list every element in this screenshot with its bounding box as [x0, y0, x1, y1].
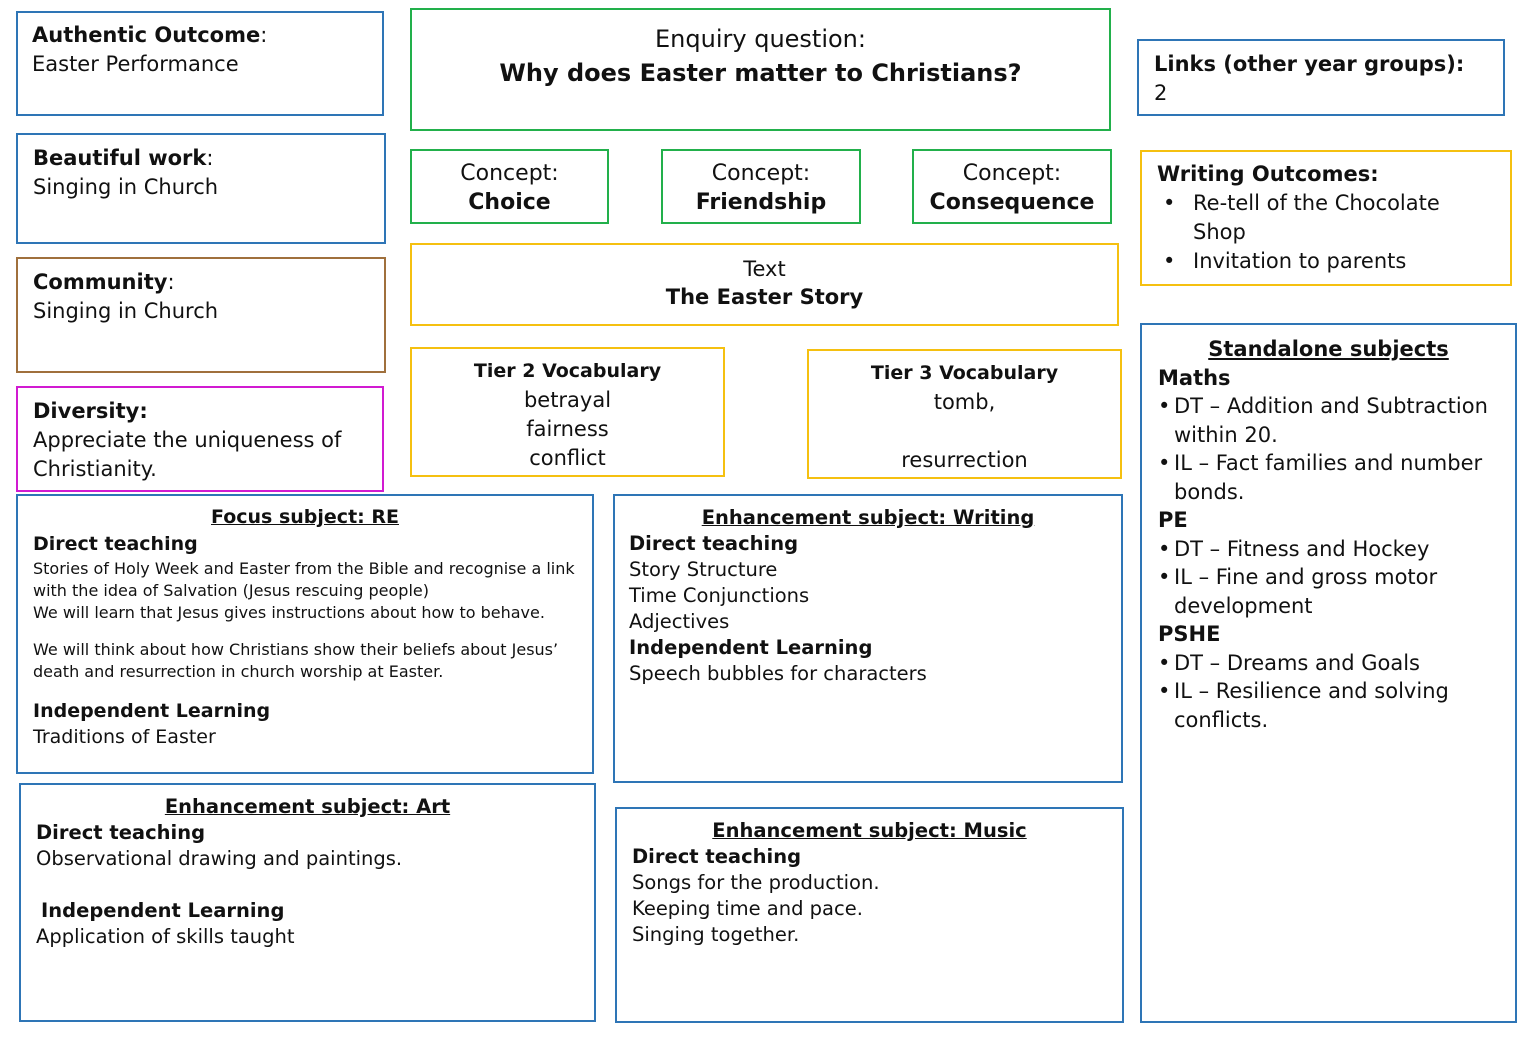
list-item: IL – Resilience and solving conflicts. [1158, 677, 1499, 734]
music-direct-line: Keeping time and pace. [632, 897, 863, 920]
tier2-word: fairness [526, 417, 609, 441]
writing-enhancement-box: Enhancement subject: Writing Direct teac… [613, 494, 1123, 783]
re-direct-line: We will learn that Jesus gives instructi… [33, 603, 545, 622]
community-box: Community: Singing in Church [16, 257, 386, 373]
writing-outcomes-box: Writing Outcomes: Re-tell of the Chocola… [1140, 150, 1512, 286]
tier3-word: resurrection [901, 448, 1028, 472]
writing-title: Enhancement subject: Writing [701, 506, 1035, 529]
art-independent-value: Application of skills taught [36, 925, 295, 948]
links-box: Links (other year groups): 2 [1137, 39, 1505, 116]
list-item: Invitation to parents [1157, 247, 1495, 276]
writing-outcomes-label: Writing Outcomes: [1157, 162, 1379, 186]
concept-label: Concept: [460, 161, 559, 186]
music-enhancement-box: Enhancement subject: Music Direct teachi… [615, 807, 1124, 1023]
concept-choice-box: Concept: Choice [410, 149, 609, 224]
art-enhancement-box: Enhancement subject: Art Direct teaching… [19, 783, 596, 1022]
authentic-outcome-label: Authentic Outcome [32, 23, 261, 47]
pshe-label: PSHE [1158, 622, 1221, 646]
diversity-value: Appreciate the uniqueness of Christianit… [33, 428, 342, 481]
pshe-list: DT – Dreams and Goals IL – Resilience an… [1158, 649, 1499, 735]
tier3-label: Tier 3 Vocabulary [870, 362, 1059, 384]
independent-learning-label: Independent Learning [33, 700, 271, 722]
concept-value: Friendship [695, 190, 827, 215]
diversity-label: Diversity: [33, 399, 148, 423]
concept-label: Concept: [962, 161, 1062, 186]
list-item: Re-tell of the Chocolate Shop [1157, 189, 1495, 247]
writing-direct-line: Time Conjunctions [629, 584, 810, 607]
focus-re-box: Focus subject: RE Direct teaching Storie… [16, 494, 594, 774]
music-title: Enhancement subject: Music [712, 819, 1027, 842]
writing-direct-line: Story Structure [629, 558, 778, 581]
re-direct-line: We will think about how Christians show … [33, 640, 559, 681]
concept-value: Consequence [929, 190, 1095, 215]
direct-teaching-label: Direct teaching [36, 821, 206, 844]
standalone-subjects-box: Standalone subjects Maths DT – Addition … [1140, 323, 1517, 1023]
writing-direct-line: Adjectives [629, 610, 730, 633]
concept-value: Choice [468, 190, 551, 215]
links-value: 2 [1154, 81, 1168, 105]
links-label: Links (other year groups): [1154, 52, 1465, 76]
focus-re-title: Focus subject: RE [211, 506, 399, 528]
beautiful-work-label: Beautiful work [33, 146, 207, 170]
concept-friendship-box: Concept: Friendship [661, 149, 861, 224]
music-direct-line: Songs for the production. [632, 871, 880, 894]
beautiful-work-value: Singing in Church [33, 175, 219, 199]
independent-learning-label: Independent Learning [41, 899, 285, 922]
diversity-box: Diversity: Appreciate the uniqueness of … [16, 386, 384, 492]
authentic-outcome-box: Authentic Outcome: Easter Performance [16, 11, 384, 116]
enquiry-question-box: Enquiry question: Why does Easter matter… [410, 8, 1111, 131]
concept-consequence-box: Concept: Consequence [912, 149, 1112, 224]
writing-independent-value: Speech bubbles for characters [629, 662, 927, 685]
list-item: IL – Fine and gross motor development [1158, 563, 1499, 620]
list-item: IL – Fact families and number bonds. [1158, 449, 1499, 506]
tier2-vocabulary-box: Tier 2 Vocabulary betrayal fairness conf… [410, 347, 725, 477]
direct-teaching-label: Direct teaching [33, 533, 198, 555]
writing-outcomes-list: Re-tell of the Chocolate Shop Invitation… [1157, 189, 1495, 276]
independent-learning-label: Independent Learning [629, 636, 873, 659]
text-box: Text The Easter Story [410, 243, 1119, 326]
community-label: Community [33, 270, 168, 294]
standalone-title: Standalone subjects [1208, 337, 1449, 361]
direct-teaching-label: Direct teaching [632, 845, 802, 868]
maths-list: DT – Addition and Subtraction within 20.… [1158, 392, 1499, 506]
tier2-label: Tier 2 Vocabulary [473, 360, 662, 382]
re-direct-line: Stories of Holy Week and Easter from the… [33, 559, 575, 600]
tier3-word: tomb, [933, 390, 996, 414]
authentic-outcome-value: Easter Performance [32, 52, 239, 76]
enquiry-label: Enquiry question: [655, 25, 866, 53]
list-item: DT – Addition and Subtraction within 20. [1158, 392, 1499, 449]
text-value: The Easter Story [665, 285, 864, 309]
pe-label: PE [1158, 508, 1188, 532]
list-item: DT – Fitness and Hockey [1158, 535, 1499, 564]
pe-list: DT – Fitness and Hockey IL – Fine and gr… [1158, 535, 1499, 621]
tier2-word: betrayal [523, 388, 612, 412]
community-value: Singing in Church [33, 299, 219, 323]
text-label: Text [743, 257, 786, 281]
enquiry-question: Why does Easter matter to Christians? [499, 59, 1022, 87]
music-direct-line: Singing together. [632, 923, 800, 946]
concept-label: Concept: [711, 161, 811, 186]
list-item: DT – Dreams and Goals [1158, 649, 1499, 678]
tier3-vocabulary-box: Tier 3 Vocabulary tomb, resurrection [807, 349, 1122, 479]
art-title: Enhancement subject: Art [164, 795, 451, 818]
direct-teaching-label: Direct teaching [629, 532, 799, 555]
maths-label: Maths [1158, 365, 1231, 390]
tier2-word: conflict [529, 446, 606, 470]
re-independent-value: Traditions of Easter [33, 726, 216, 748]
art-direct-value: Observational drawing and paintings. [36, 847, 403, 870]
beautiful-work-box: Beautiful work: Singing in Church [16, 133, 386, 244]
